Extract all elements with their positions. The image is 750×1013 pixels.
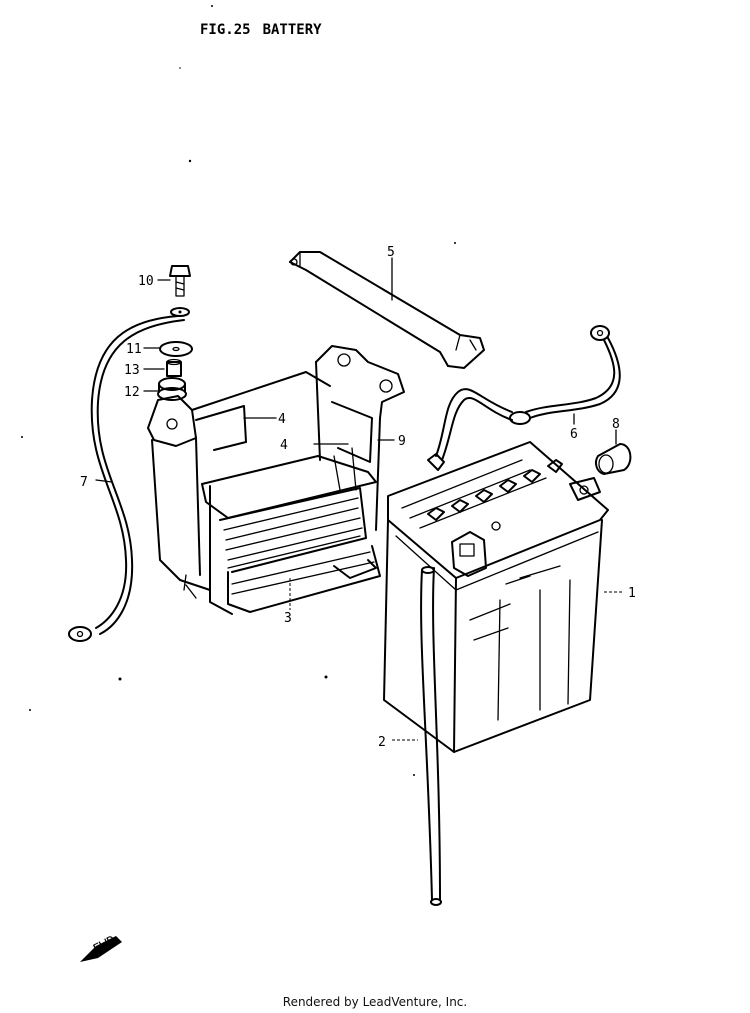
callout-8: 8 xyxy=(612,417,620,432)
negative-cable-part-7 xyxy=(68,315,185,642)
callout-12: 12 xyxy=(124,385,140,400)
battery-band-part-5 xyxy=(289,251,485,369)
figure-title: FIG.25 BATTERY xyxy=(200,22,334,38)
leader-lines xyxy=(95,257,624,741)
callout-10: 10 xyxy=(138,274,154,289)
bolt-part-10 xyxy=(169,265,191,317)
figure-name: BATTERY xyxy=(262,22,322,38)
collar-part-13 xyxy=(166,358,182,377)
callout-4-upper: 4 xyxy=(278,412,286,427)
callout-3: 3 xyxy=(284,611,292,626)
figure-number: FIG.25 xyxy=(200,22,251,38)
washer-part-11 xyxy=(159,341,193,357)
grommet-part-12 xyxy=(157,377,187,401)
callout-7: 7 xyxy=(80,475,88,490)
callout-6: 6 xyxy=(570,427,578,442)
scan-specks xyxy=(21,5,456,776)
forward-arrow-icon: FWD xyxy=(80,933,122,962)
positive-cable-part-6 xyxy=(427,325,621,471)
terminal-cap-part-8 xyxy=(595,443,632,475)
callout-11: 11 xyxy=(126,342,142,357)
callout-9: 9 xyxy=(398,434,406,449)
callout-5: 5 xyxy=(387,245,395,260)
callout-labels: 10 11 13 12 7 4 4 9 5 3 6 8 1 2 xyxy=(80,245,636,750)
footer-credit: Rendered by LeadVenture, Inc. xyxy=(282,995,468,1009)
battery-case-part-3 xyxy=(147,345,405,615)
breather-hose-part-2 xyxy=(420,566,442,906)
callout-1: 1 xyxy=(628,586,636,601)
battery-part-1 xyxy=(383,441,609,753)
callout-2: 2 xyxy=(378,735,386,750)
callout-13: 13 xyxy=(124,363,140,378)
callout-4-lower: 4 xyxy=(280,438,288,453)
